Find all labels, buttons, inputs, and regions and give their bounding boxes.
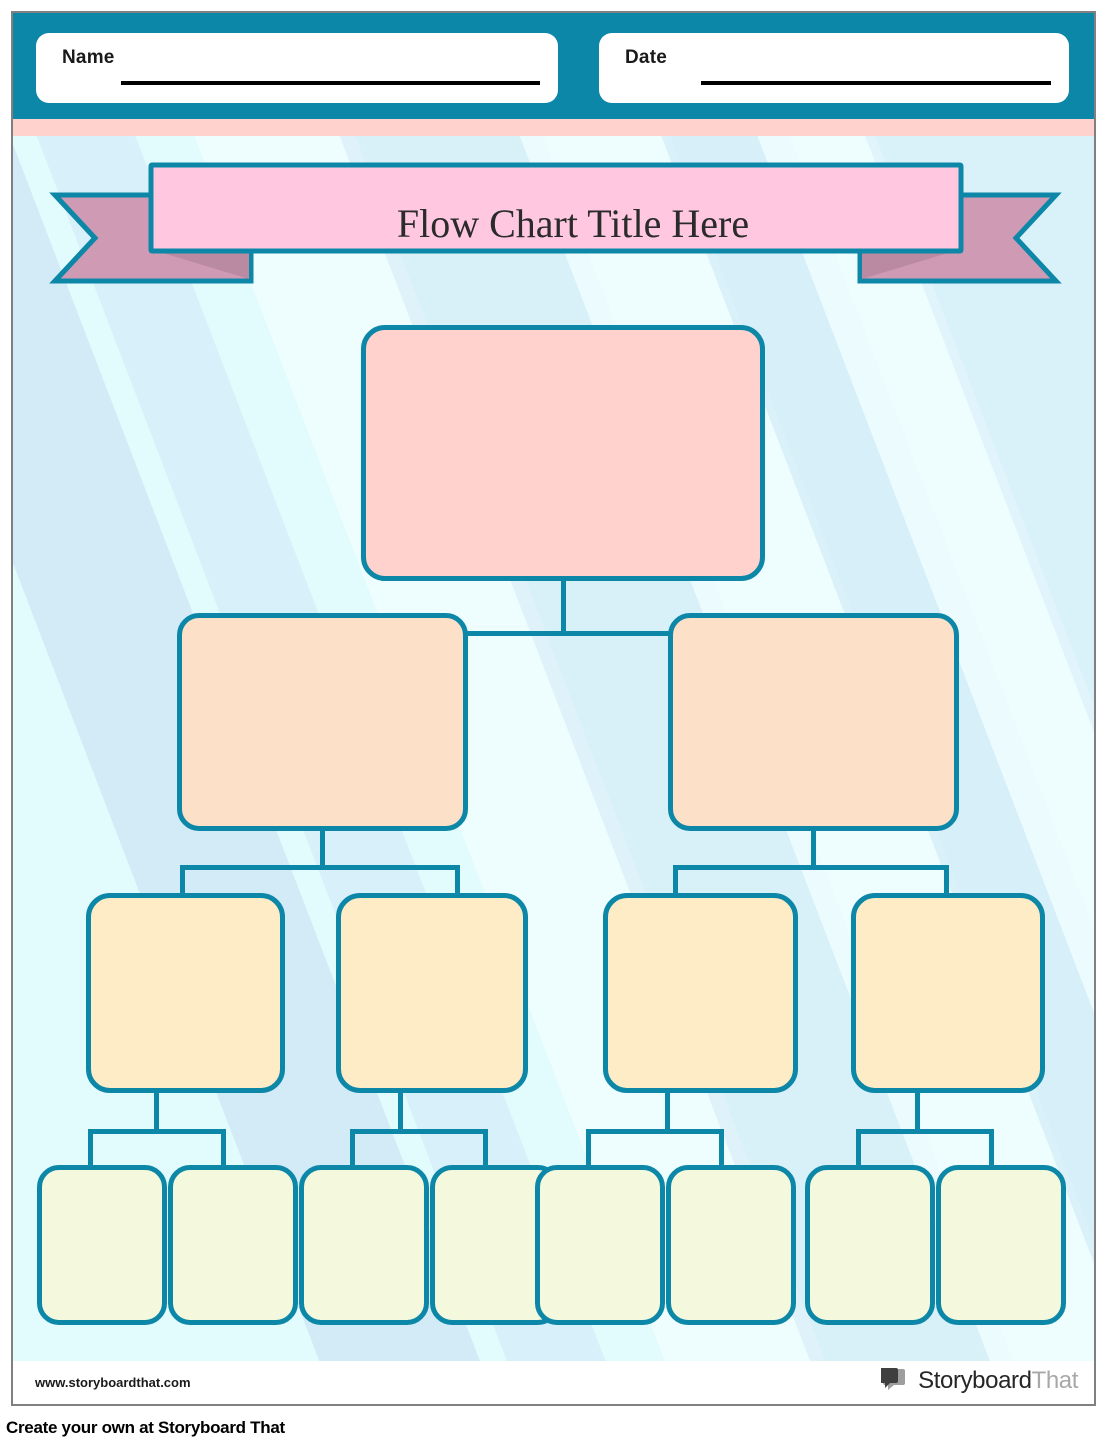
date-field-label: Date (625, 47, 667, 68)
name-field[interactable]: Name (36, 33, 558, 103)
brand-secondary: That (1031, 1367, 1079, 1394)
flow-node-level4[interactable] (299, 1165, 429, 1325)
connector-bar (350, 1129, 488, 1134)
date-field-write-line[interactable] (701, 81, 1051, 85)
worksheet-page: Name Date (11, 11, 1096, 1406)
ribbon-left-fold (153, 250, 249, 279)
accent-strip (13, 119, 1094, 136)
connector-drop (673, 865, 678, 897)
name-field-write-line[interactable] (121, 81, 540, 85)
title-ribbon[interactable]: Flow Chart Title Here (43, 158, 1068, 298)
connector-drop (944, 865, 949, 897)
name-field-label: Name (62, 47, 115, 68)
connector-bar (673, 865, 949, 870)
flow-node-level2[interactable] (177, 613, 468, 831)
page-footer: www.storyboardthat.com StoryboardThat (13, 1361, 1094, 1404)
flow-node-level4[interactable] (535, 1165, 665, 1325)
footer-url[interactable]: www.storyboardthat.com (35, 1375, 191, 1390)
connector-drop (221, 1129, 226, 1169)
connector-drop (350, 1129, 355, 1169)
brand-lockup: StoryboardThat (881, 1367, 1078, 1395)
header-bar: Name Date (13, 13, 1094, 119)
connector-bar (586, 1129, 724, 1134)
connector-stem (398, 1091, 403, 1133)
connector-stem (811, 829, 816, 869)
ribbon-right-fold (862, 250, 958, 279)
connector-drop (180, 865, 185, 897)
connector-drop (856, 1129, 861, 1169)
ribbon-banner-plate (148, 162, 964, 254)
flow-node-level4[interactable] (37, 1165, 167, 1325)
flow-chart-title[interactable]: Flow Chart Title Here (396, 201, 750, 246)
flow-chart (13, 136, 1094, 1361)
flow-node-level1[interactable] (361, 325, 765, 581)
flow-node-level4[interactable] (805, 1165, 935, 1325)
connector-drop (88, 1129, 93, 1169)
connector-bar (856, 1129, 994, 1134)
connector-root-stem (561, 579, 566, 636)
flow-node-level4[interactable] (168, 1165, 298, 1325)
flow-node-level3[interactable] (603, 893, 798, 1093)
flow-node-level2[interactable] (668, 613, 959, 831)
connector-drop (455, 865, 460, 897)
flow-node-level3[interactable] (86, 893, 285, 1093)
connector-drop (719, 1129, 724, 1169)
flow-node-level3[interactable] (336, 893, 528, 1093)
connector-root-bar (463, 631, 673, 636)
connector-drop (586, 1129, 591, 1169)
connector-stem (915, 1091, 920, 1133)
flow-node-level4[interactable] (666, 1165, 796, 1325)
connector-stem (320, 829, 325, 869)
page-caption: Create your own at Storyboard That (6, 1418, 285, 1437)
date-field[interactable]: Date (599, 33, 1069, 103)
brand-text: StoryboardThat (918, 1367, 1078, 1395)
connector-stem (154, 1091, 159, 1133)
connector-bar (88, 1129, 226, 1134)
connector-bar (180, 865, 460, 870)
flow-node-level3[interactable] (851, 893, 1045, 1093)
brand-primary: Storyboard (918, 1367, 1032, 1394)
connector-stem (665, 1091, 670, 1133)
flow-node-level4[interactable] (936, 1165, 1066, 1325)
connector-drop (483, 1129, 488, 1169)
connector-drop (989, 1129, 994, 1169)
speech-bubble-icon (881, 1368, 906, 1390)
worksheet-canvas: Flow Chart Title Here (13, 136, 1094, 1361)
